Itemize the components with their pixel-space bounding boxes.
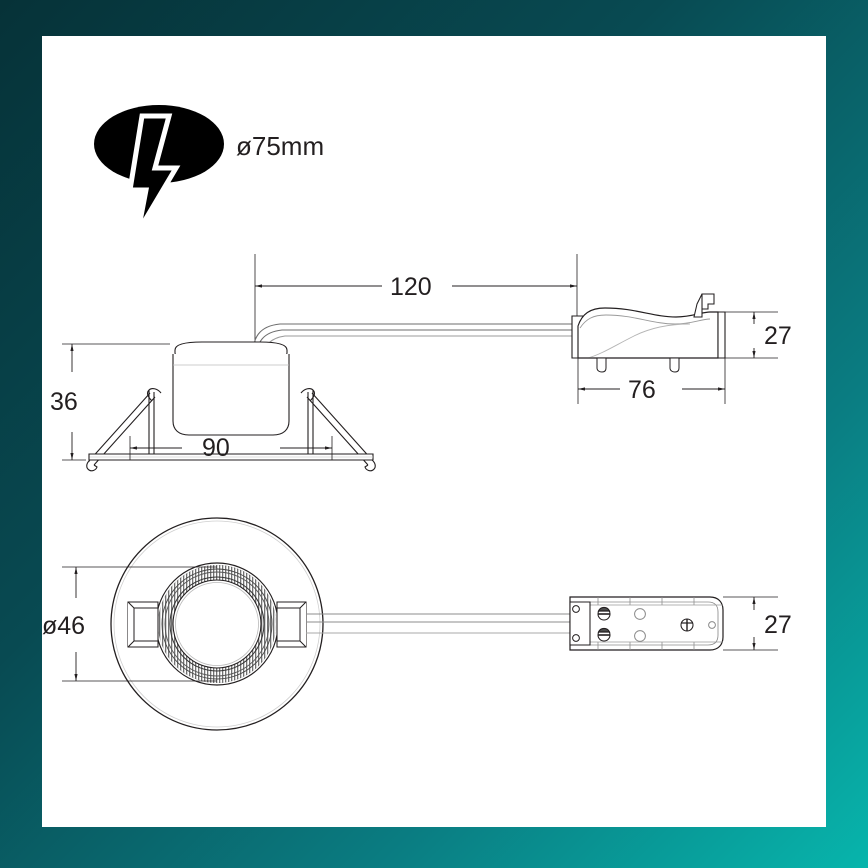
dimension-46: ø46	[42, 566, 217, 682]
led-driver-plan	[569, 596, 724, 651]
technical-drawing: ø75mm	[42, 36, 826, 827]
spring-clip-plan-right	[276, 601, 307, 648]
spring-clip-plan-left	[127, 601, 159, 648]
dimension-27-plan-label: 27	[764, 611, 792, 639]
dimension-46-label: ø46	[42, 612, 85, 640]
drawing-sheet: ø75mm	[42, 36, 826, 827]
plan-bottom-view: ø46	[42, 36, 826, 827]
supply-cable-plan	[306, 613, 570, 634]
terminal-screws	[597, 606, 611, 642]
dimension-27-plan: 27	[723, 596, 792, 651]
